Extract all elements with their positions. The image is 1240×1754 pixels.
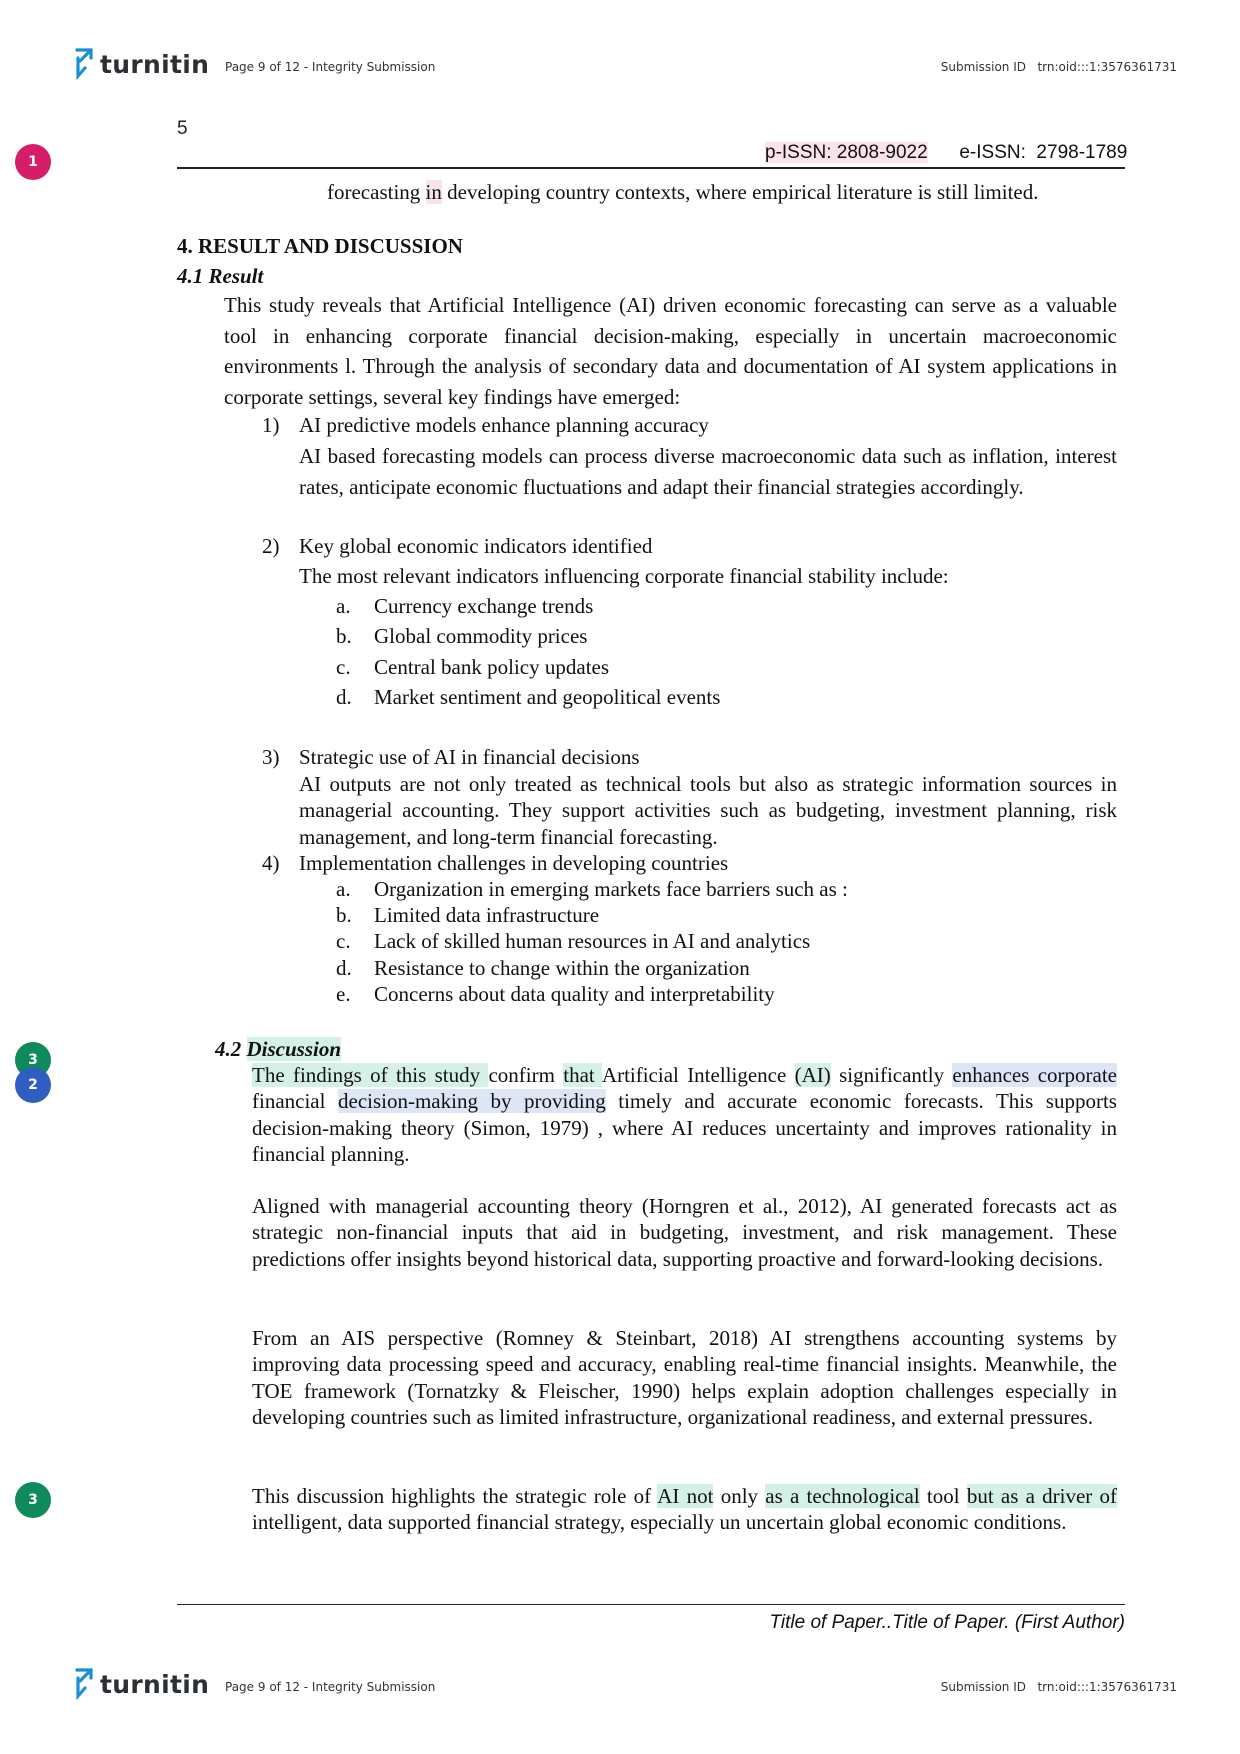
submission-id: Submission ID trn:oid:::1:3576361731 [940, 1680, 1177, 1694]
list-letter: c. [336, 655, 351, 679]
match-marker[interactable]: 2 [15, 1067, 51, 1103]
list-item: Resistance to change within the organiza… [374, 956, 750, 980]
finding-number: 1) [262, 413, 280, 437]
finding-title: AI predictive models enhance planning ac… [299, 413, 709, 437]
match-marker[interactable]: 1 [15, 144, 51, 180]
list-item: Concerns about data quality and interpre… [374, 982, 775, 1006]
page-number: 5 [177, 118, 188, 139]
submission-id: Submission ID trn:oid:::1:3576361731 [940, 60, 1177, 74]
finding-title: Implementation challenges in developing … [299, 851, 729, 875]
list-letter: b. [336, 903, 352, 927]
list-letter: a. [336, 594, 351, 618]
finding-number: 4) [262, 851, 280, 875]
list-letter: a. [336, 877, 351, 901]
subsection-heading-discussion: 4.2 Discussion [215, 1037, 342, 1061]
list-item: Lack of skilled human resources in AI an… [374, 929, 811, 953]
turnitin-logo-icon [75, 48, 93, 81]
match-marker[interactable]: 3 [15, 1482, 51, 1518]
list-item: Market sentiment and geopolitical events [374, 685, 721, 709]
discussion-paragraph-3: From an AIS perspective (Romney & Steinb… [252, 1326, 1117, 1429]
subsection-heading-result: 4.1 Result [177, 264, 264, 288]
finding-title: Key global economic indicators identifie… [299, 534, 653, 558]
turnitin-header: turnitin Page 9 of 12 - Integrity Submis… [0, 40, 1240, 100]
issn-line: p-ISSN: 2808-9022 e-ISSN: 2798-1789 [765, 142, 1128, 163]
discussion-paragraph-4: This discussion highlights the strategic… [252, 1484, 1118, 1535]
list-item: Central bank policy updates [374, 655, 610, 679]
list-letter: d. [336, 685, 352, 709]
turnitin-logo: turnitin [74, 46, 209, 82]
result-paragraph: This study reveals that Artificial Intel… [224, 293, 1117, 409]
finding-text: AI based forecasting models can process … [299, 444, 1117, 499]
list-item: Limited data infrastructure [374, 903, 600, 927]
header-rule [177, 167, 1125, 169]
footer-title: Title of Paper..Title of Paper. (First A… [769, 1612, 1125, 1633]
section-heading: 4. RESULT AND DISCUSSION [177, 234, 463, 258]
turnitin-brand: turnitin [100, 49, 210, 79]
page-info: Page 9 of 12 - Integrity Submission [225, 60, 436, 74]
finding-title: Strategic use of AI in financial decisio… [299, 745, 640, 769]
page-info: Page 9 of 12 - Integrity Submission [225, 1680, 436, 1694]
finding-number: 2) [262, 534, 280, 558]
intro-line: forecasting in developing country contex… [327, 180, 1039, 204]
list-item: Global commodity prices [374, 624, 588, 648]
turnitin-brand: turnitin [100, 1669, 210, 1699]
discussion-paragraph-2: Aligned with managerial accounting theor… [252, 1194, 1117, 1271]
list-letter: e. [336, 982, 351, 1006]
finding-text: AI outputs are not only treated as techn… [299, 772, 1117, 849]
list-item: Organization in emerging markets face ba… [374, 877, 848, 901]
turnitin-logo-icon [75, 1668, 93, 1701]
list-letter: b. [336, 624, 352, 648]
turnitin-logo: turnitin [74, 1666, 209, 1702]
list-item: Currency exchange trends [374, 594, 594, 618]
finding-number: 3) [262, 745, 280, 769]
list-letter: c. [336, 929, 351, 953]
discussion-paragraph-1: The findings of this study confirm that … [252, 1063, 1117, 1166]
list-letter: d. [336, 956, 352, 980]
finding-text: The most relevant indicators influencing… [299, 564, 949, 588]
turnitin-footer: turnitin Page 9 of 12 - Integrity Submis… [0, 1660, 1240, 1720]
footer-rule [177, 1604, 1125, 1605]
